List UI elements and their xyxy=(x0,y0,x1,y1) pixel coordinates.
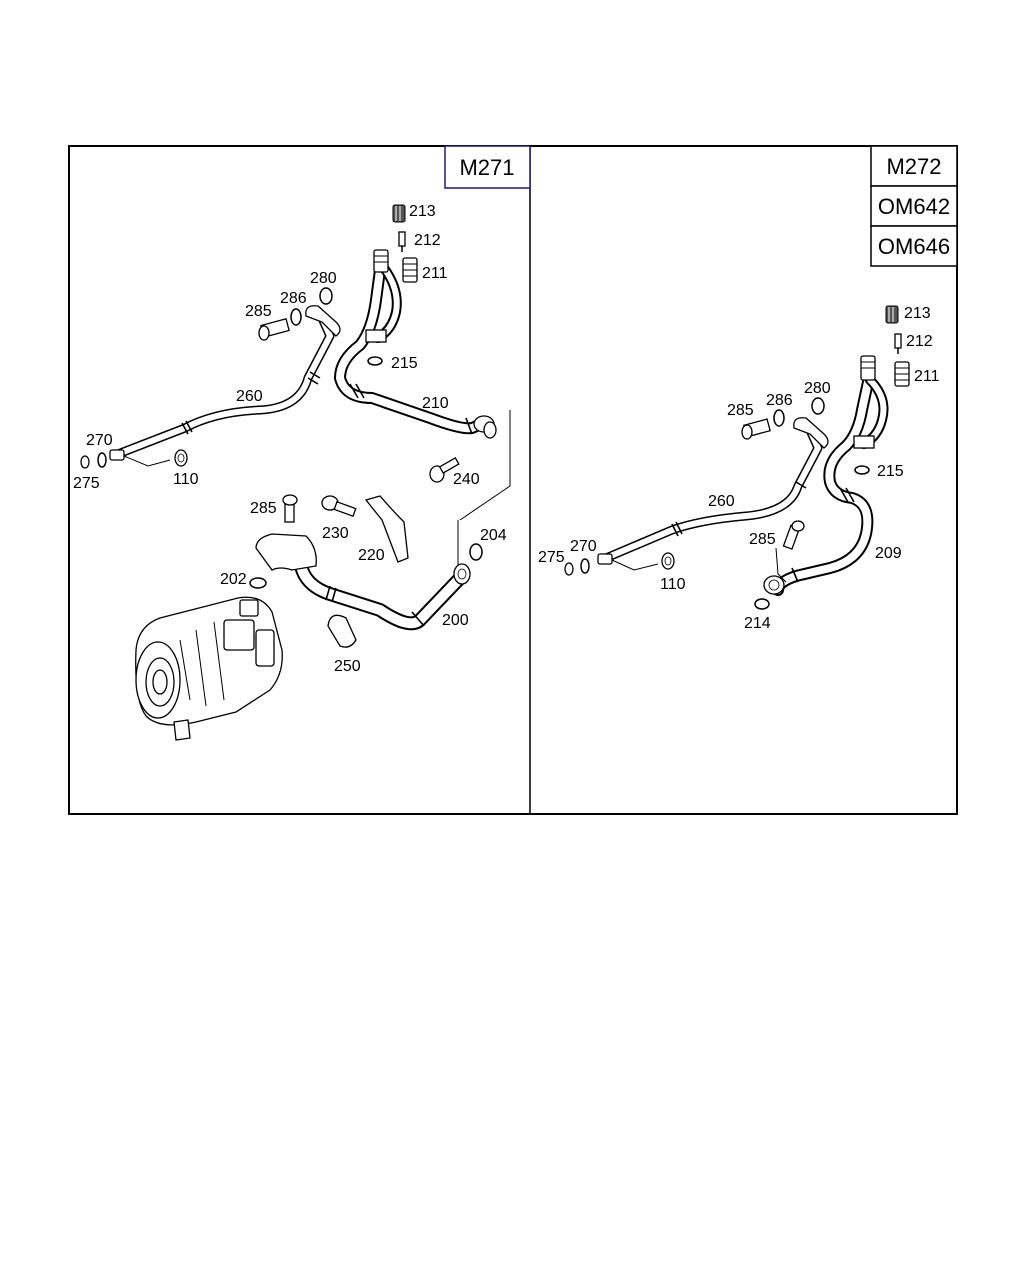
callout-215-right: 215 xyxy=(877,463,904,480)
valve-core-212-right[interactable] xyxy=(894,333,902,354)
callout-204: 204 xyxy=(480,527,507,544)
hose-clip-210[interactable] xyxy=(365,329,387,343)
callout-110: 110 xyxy=(173,471,199,488)
leader-110 xyxy=(123,455,171,467)
callout-280: 280 xyxy=(310,270,337,287)
engine-label-om646: OM646 xyxy=(878,234,950,259)
hose-210[interactable] xyxy=(334,263,492,435)
engine-label-m271: M271 xyxy=(459,155,514,180)
callout-212: 212 xyxy=(414,232,441,249)
callout-270-right: 270 xyxy=(570,538,597,555)
engine-label-om642: OM642 xyxy=(878,194,950,219)
valve-body-209[interactable] xyxy=(860,355,876,381)
seal-ring-214[interactable] xyxy=(754,598,770,610)
valve-cap-213[interactable] xyxy=(392,204,406,223)
callout-209: 209 xyxy=(875,545,902,562)
seal-ring-270-right[interactable] xyxy=(580,558,590,574)
callout-210: 210 xyxy=(422,395,449,412)
bolt-285[interactable] xyxy=(258,318,290,341)
callout-285: 285 xyxy=(245,303,272,320)
callout-280-right: 280 xyxy=(804,380,831,397)
callout-202: 202 xyxy=(220,571,247,588)
callout-213-right: 213 xyxy=(904,305,931,322)
callout-270: 270 xyxy=(86,432,113,449)
seal-ring-286-right[interactable] xyxy=(773,409,785,427)
hose-260[interactable] xyxy=(113,313,335,459)
callout-285b-right: 285 xyxy=(749,531,776,548)
callout-250: 250 xyxy=(334,658,361,675)
service-valve-211[interactable] xyxy=(402,257,418,283)
callout-275-right: 275 xyxy=(538,549,565,566)
clamp-250[interactable] xyxy=(327,614,357,648)
callout-213: 213 xyxy=(409,203,436,220)
bolt-230[interactable] xyxy=(321,495,357,518)
seal-ring-202[interactable] xyxy=(249,577,267,589)
seal-ring-280-right[interactable] xyxy=(811,397,825,415)
leader-285b-right xyxy=(775,547,787,583)
valve-cap-213-right[interactable] xyxy=(885,305,899,324)
engine-label-box[interactable] xyxy=(444,145,531,189)
valve-body-210[interactable] xyxy=(373,249,389,273)
callout-286-right: 286 xyxy=(766,392,793,409)
fitting-210-end[interactable] xyxy=(473,415,497,439)
seal-ring-270[interactable] xyxy=(97,452,107,468)
callout-220: 220 xyxy=(358,547,385,564)
left-panel: M271 xyxy=(73,145,531,741)
bolt-285b[interactable] xyxy=(282,494,298,523)
callout-286: 286 xyxy=(280,290,307,307)
engine-label-box-om646[interactable] xyxy=(870,225,958,267)
fitting-286-right[interactable] xyxy=(793,417,829,449)
nut-110[interactable] xyxy=(174,449,188,467)
fitting-270[interactable] xyxy=(109,449,125,461)
hose-200[interactable] xyxy=(293,549,469,631)
valve-core-212[interactable] xyxy=(398,231,406,252)
service-valve-211-right[interactable] xyxy=(894,361,910,387)
seal-ring-215[interactable] xyxy=(367,356,383,366)
callout-200: 200 xyxy=(442,612,469,629)
callout-285b: 285 xyxy=(250,500,277,517)
right-panel: M272 OM642 OM646 xyxy=(538,145,958,632)
cap-275-right[interactable] xyxy=(564,562,574,576)
fitting-286[interactable] xyxy=(305,305,341,337)
callout-260: 260 xyxy=(236,388,263,405)
callout-240: 240 xyxy=(453,471,480,488)
fitting-hood-200[interactable] xyxy=(255,533,317,571)
seal-ring-286[interactable] xyxy=(290,308,302,326)
fitting-270-right[interactable] xyxy=(597,553,613,565)
nut-110-right[interactable] xyxy=(661,552,675,570)
leader-240 xyxy=(459,410,511,521)
callout-211-right: 211 xyxy=(914,368,940,385)
fitting-200-end[interactable] xyxy=(453,563,471,585)
cap-275[interactable] xyxy=(80,455,90,469)
hose-clip-209[interactable] xyxy=(853,435,875,449)
leader-110-right xyxy=(611,559,659,571)
bolt-240[interactable] xyxy=(429,457,460,483)
seal-ring-215-right[interactable] xyxy=(854,465,870,475)
bolt-285-right[interactable] xyxy=(741,418,771,440)
seal-ring-280[interactable] xyxy=(319,287,333,305)
hose-260-right[interactable] xyxy=(601,425,823,563)
callout-215: 215 xyxy=(391,355,418,372)
engine-label-m272: M272 xyxy=(886,154,941,179)
bolt-285b-right[interactable] xyxy=(782,520,805,550)
callout-212-right: 212 xyxy=(906,333,933,350)
ac-compressor[interactable] xyxy=(135,596,283,741)
callout-214: 214 xyxy=(744,615,771,632)
callout-230: 230 xyxy=(322,525,349,542)
callout-275: 275 xyxy=(73,475,100,492)
callout-110-right: 110 xyxy=(660,576,686,593)
bracket-220[interactable] xyxy=(364,495,409,563)
fitting-209-end[interactable] xyxy=(763,575,785,595)
callout-285-right: 285 xyxy=(727,402,754,419)
callout-260-right: 260 xyxy=(708,493,735,510)
seal-ring-204[interactable] xyxy=(469,543,483,561)
callout-211: 211 xyxy=(422,265,448,282)
